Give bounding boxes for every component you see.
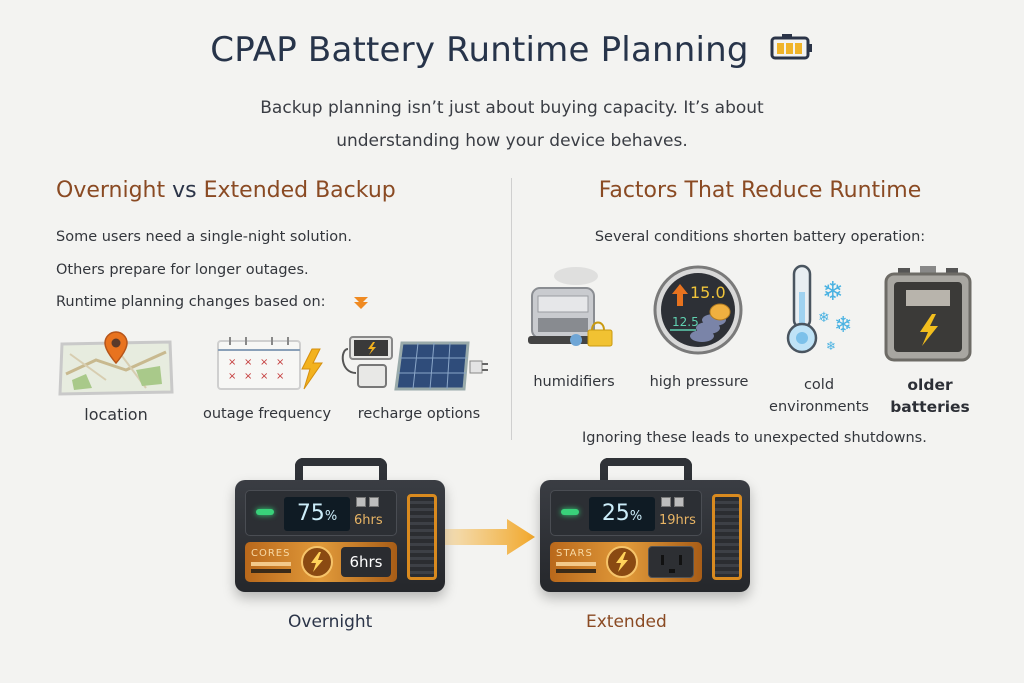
svg-text:×: × <box>260 357 268 368</box>
right-heading: Factors That Reduce Runtime <box>598 178 922 203</box>
solar-panel-icon <box>340 335 490 397</box>
brand-decor <box>556 562 596 566</box>
old-battery-icon <box>884 266 972 366</box>
subtitle: Backup planning isn’t just about buying … <box>0 92 1024 158</box>
charge-percent: 75 <box>296 501 325 526</box>
factor-label-cold-environments: cold environments <box>764 374 874 418</box>
factor-label-location: location <box>84 405 148 424</box>
down-arrow-icon <box>353 295 369 315</box>
right-arrow-icon <box>445 517 537 561</box>
svg-text:❄: ❄ <box>818 310 830 326</box>
runtime-hours-small: 19hrs <box>659 513 696 528</box>
battery-icon <box>770 29 814 69</box>
caption-extended: Extended <box>586 612 667 632</box>
svg-text:×: × <box>276 357 284 368</box>
unit-brand: STARS <box>556 548 593 559</box>
svg-text:12.5: 12.5 <box>672 315 699 329</box>
warning-text: Ignoring these leads to unexpected shutd… <box>582 430 927 446</box>
unit-display-panel: 75% 6hrs <box>245 490 397 536</box>
svg-text:×: × <box>228 357 236 368</box>
unit-body: 25% 19hrs STARS <box>540 480 750 592</box>
factor-label-recharge-options: recharge options <box>357 406 481 422</box>
svg-text:×: × <box>260 371 268 382</box>
percent-sign: % <box>324 509 338 524</box>
svg-text:❄: ❄ <box>822 277 844 307</box>
subtitle-line-1: Backup planning isn’t just about buying … <box>260 98 764 118</box>
left-line-3-text: Runtime planning changes based on: <box>56 294 326 310</box>
heading-extended-backup: Extended Backup <box>203 178 396 203</box>
pressure-gauge-icon: 15.0 12.5 <box>652 264 744 360</box>
left-line-1: Some users need a single-night solution. <box>56 229 352 245</box>
older-line-1: older <box>907 376 953 394</box>
page-title: CPAP Battery Runtime Planning <box>0 30 1024 70</box>
factor-label-outage-frequency: outage frequency <box>202 406 332 422</box>
older-line-2: batteries <box>890 398 970 416</box>
right-intro: Several conditions shorten battery opera… <box>594 229 926 245</box>
output-hours-display: 6hrs <box>341 547 391 577</box>
mini-switches <box>661 497 701 507</box>
side-vent <box>407 494 437 580</box>
heading-overnight: Overnight <box>56 178 166 203</box>
unit-output-panel: STARS <box>550 542 702 582</box>
calendar-outage-icon: × × × × × × × × <box>216 335 328 397</box>
power-bolt-icon <box>301 546 333 578</box>
humidifier-icon <box>526 262 616 356</box>
svg-text:❄: ❄ <box>826 339 836 353</box>
factor-label-humidifiers: humidifiers <box>533 374 615 390</box>
mini-switches <box>356 497 396 507</box>
svg-text:❄: ❄ <box>834 313 852 338</box>
status-led-icon <box>561 509 579 515</box>
brand-decor-2 <box>556 569 596 573</box>
charge-percent: 25 <box>601 501 630 526</box>
subtitle-line-2: understanding how your device behaves. <box>336 131 688 151</box>
cold-line-1: cold <box>803 377 835 393</box>
side-vent <box>712 494 742 580</box>
left-heading: Overnight vs Extended Backup <box>56 178 396 203</box>
unit-handle <box>295 458 387 482</box>
runtime-hours-small: 6hrs <box>354 513 383 528</box>
extended-battery-unit: 25% 19hrs STARS <box>540 458 750 592</box>
title-text: CPAP Battery Runtime Planning <box>210 30 749 70</box>
brand-decor <box>251 562 291 566</box>
svg-text:×: × <box>228 371 236 382</box>
caption-overnight: Overnight <box>288 612 373 632</box>
status-led-icon <box>256 509 274 515</box>
svg-text:×: × <box>244 357 252 368</box>
left-line-3: Runtime planning changes based on: <box>56 294 326 310</box>
overnight-battery-unit: 75% 6hrs CORES 6hrs <box>235 458 445 592</box>
unit-body: 75% 6hrs CORES 6hrs <box>235 480 445 592</box>
unit-display-panel: 25% 19hrs <box>550 490 702 536</box>
left-line-2: Others prepare for longer outages. <box>56 262 309 278</box>
percent-sign: % <box>629 509 643 524</box>
thermometer-snow-icon: ❄ ❄ ❄ ❄ <box>778 262 868 362</box>
svg-text:×: × <box>244 371 252 382</box>
cold-line-2: environments <box>769 399 869 415</box>
unit-handle <box>600 458 692 482</box>
unit-output-panel: CORES 6hrs <box>245 542 397 582</box>
factor-label-older-batteries: older batteries <box>872 374 988 418</box>
unit-brand: CORES <box>251 548 291 559</box>
ac-outlet-icon <box>648 546 694 578</box>
power-bolt-icon <box>606 546 638 578</box>
map-pin-icon <box>56 330 176 402</box>
charge-percent-display: 75% <box>284 497 350 531</box>
section-divider <box>511 178 512 440</box>
brand-decor-2 <box>251 569 291 573</box>
factor-label-high-pressure: high pressure <box>649 374 749 390</box>
svg-text:×: × <box>276 371 284 382</box>
svg-text:15.0: 15.0 <box>690 283 726 302</box>
charge-percent-display: 25% <box>589 497 655 531</box>
heading-vs: vs <box>172 178 197 203</box>
